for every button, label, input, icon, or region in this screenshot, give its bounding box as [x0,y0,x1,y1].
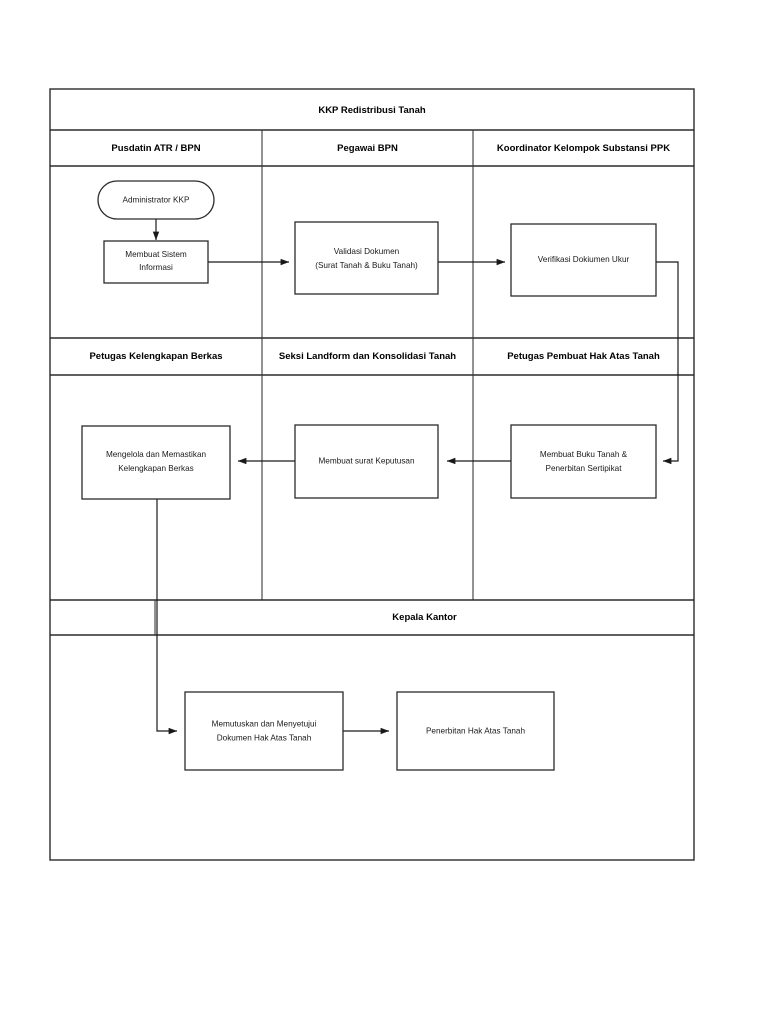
node-mengelola-kelengkapan-berkas-shape [81,425,231,500]
node-validasi-dokumen-label-1: Validasi Dokumen [334,247,400,256]
node-penerbitan-hak-atas-tanah-shape [396,691,555,771]
node-verifikasi-dokumen-ukur-shape [510,223,657,297]
node-administrator-kkp-shape [97,180,215,220]
edge-berkas-to-memutuskan [156,499,178,735]
node-mengelola-kelengkapan-berkas-label-1: Mengelola dan Memastikan [106,450,207,459]
node-penerbitan-hak-atas-tanah-label-1: Penerbitan Hak Atas Tanah [426,727,526,736]
node-membuat-sistem-informasi-label-2: Informasi [139,263,173,272]
node-verifikasi-dokumen-ukur[interactable]: Verifikasi Dokiumen Ukur [510,223,657,297]
node-validasi-dokumen-label-2: (Surat Tanah & Buku Tanah) [315,261,418,270]
lane-header-kepala-kantor: Kepala Kantor [392,612,457,623]
node-mengelola-kelengkapan-berkas-label-2: Kelengkapan Berkas [118,464,194,473]
node-memutuskan-menyetujui[interactable]: Memutuskan dan Menyetujui Dokumen Hak At… [184,691,344,771]
node-validasi-dokumen-shape [294,221,439,295]
node-verifikasi-dokumen-ukur-label-1: Verifikasi Dokiumen Ukur [538,255,630,264]
node-membuat-surat-keputusan-label-1: Membuat surat Keputusan [318,457,414,466]
node-membuat-surat-keputusan-shape [294,424,439,499]
node-membuat-buku-tanah[interactable]: Membuat Buku Tanah & Penerbitan Sertipik… [510,424,657,499]
lane-header-petugas-hak: Petugas Pembuat Hak Atas Tanah [507,351,660,362]
node-administrator-kkp[interactable]: Administrator KKP [97,180,215,220]
node-memutuskan-menyetujui-label-2: Dokumen Hak Atas Tanah [217,734,312,743]
node-memutuskan-menyetujui-shape [184,691,344,771]
diagram-outer-frame [49,88,695,861]
lane-header-pegawai: Pegawai BPN [337,143,398,154]
lane-header-petugas-berkas: Petugas Kelengkapan Berkas [89,351,222,362]
node-membuat-buku-tanah-label-2: Penerbitan Sertipikat [545,464,622,473]
node-administrator-kkp-label-1: Administrator KKP [123,196,190,205]
node-membuat-sistem-informasi[interactable]: Membuat Sistem Informasi [103,240,209,284]
lane-header-seksi-landform: Seksi Landform dan Konsolidasi Tanah [279,351,456,362]
node-membuat-surat-keputusan[interactable]: Membuat surat Keputusan [294,424,439,499]
node-membuat-sistem-informasi-label-1: Membuat Sistem [125,250,187,259]
node-validasi-dokumen[interactable]: Validasi Dokumen (Surat Tanah & Buku Tan… [294,221,439,295]
node-memutuskan-menyetujui-label-1: Memutuskan dan Menyetujui [212,720,317,729]
node-penerbitan-hak-atas-tanah[interactable]: Penerbitan Hak Atas Tanah [396,691,555,771]
diagram-title: KKP Redistribusi Tanah [318,105,426,116]
node-mengelola-kelengkapan-berkas[interactable]: Mengelola dan Memastikan Kelengkapan Ber… [81,425,231,500]
node-membuat-sistem-informasi-shape [103,240,209,284]
edge-verifikasi-to-buku-tanah [656,261,679,465]
lane-header-koordinator: Koordinator Kelompok Substansi PPK [497,143,670,154]
node-membuat-buku-tanah-label-1: Membuat Buku Tanah & [540,450,628,459]
lane-header-pusdatin: Pusdatin ATR / BPN [111,143,200,154]
node-membuat-buku-tanah-shape [510,424,657,499]
